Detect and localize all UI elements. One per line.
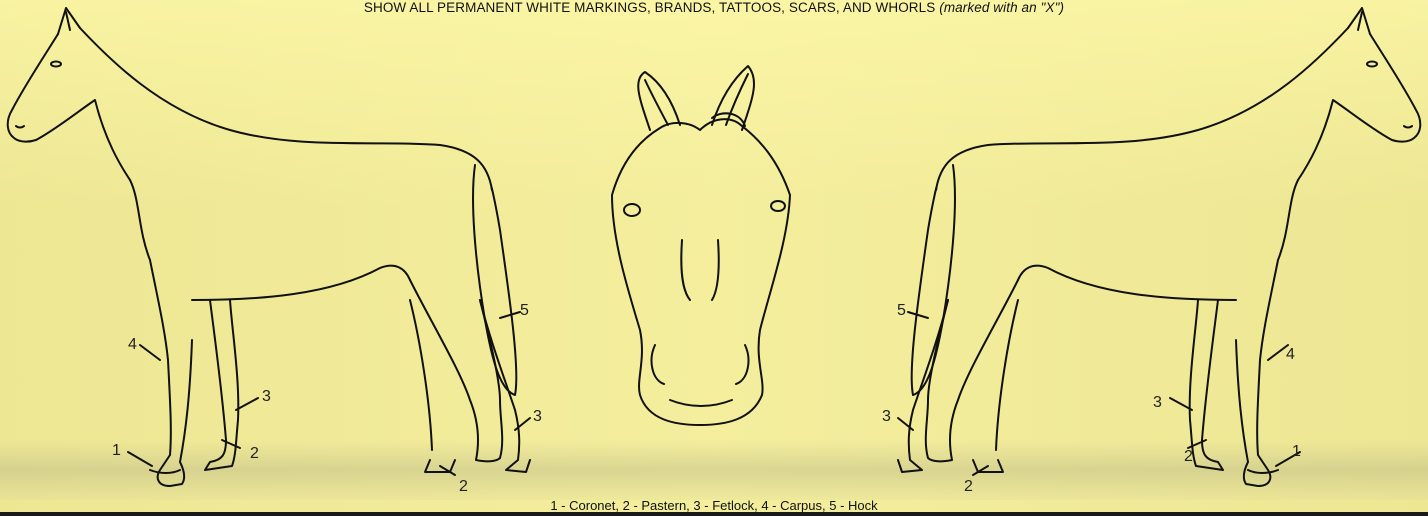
front-head-view[interactable]: [612, 66, 790, 425]
right-label-coronet: 1: [1292, 443, 1301, 460]
left-label-fetlock: 3: [262, 388, 271, 405]
right-side-horse[interactable]: [898, 8, 1420, 486]
left-label-fetlock-hind: 3: [533, 408, 542, 425]
right-label-fetlock-hind: 3: [882, 408, 891, 425]
left-label-coronet: 1: [112, 442, 121, 459]
left-label-carpus: 4: [128, 336, 137, 353]
right-label-carpus: 4: [1286, 346, 1295, 363]
left-label-hock: 5: [520, 302, 529, 319]
right-label-pastern-hind: 2: [964, 478, 973, 495]
right-label-pastern: 2: [1184, 448, 1193, 465]
left-label-pastern-hind: 2: [459, 478, 468, 495]
right-label-hock: 5: [897, 302, 906, 319]
left-side-horse[interactable]: [8, 8, 530, 486]
right-label-fetlock: 3: [1153, 394, 1162, 411]
bottom-border: [0, 512, 1428, 516]
left-label-pastern: 2: [250, 445, 259, 462]
